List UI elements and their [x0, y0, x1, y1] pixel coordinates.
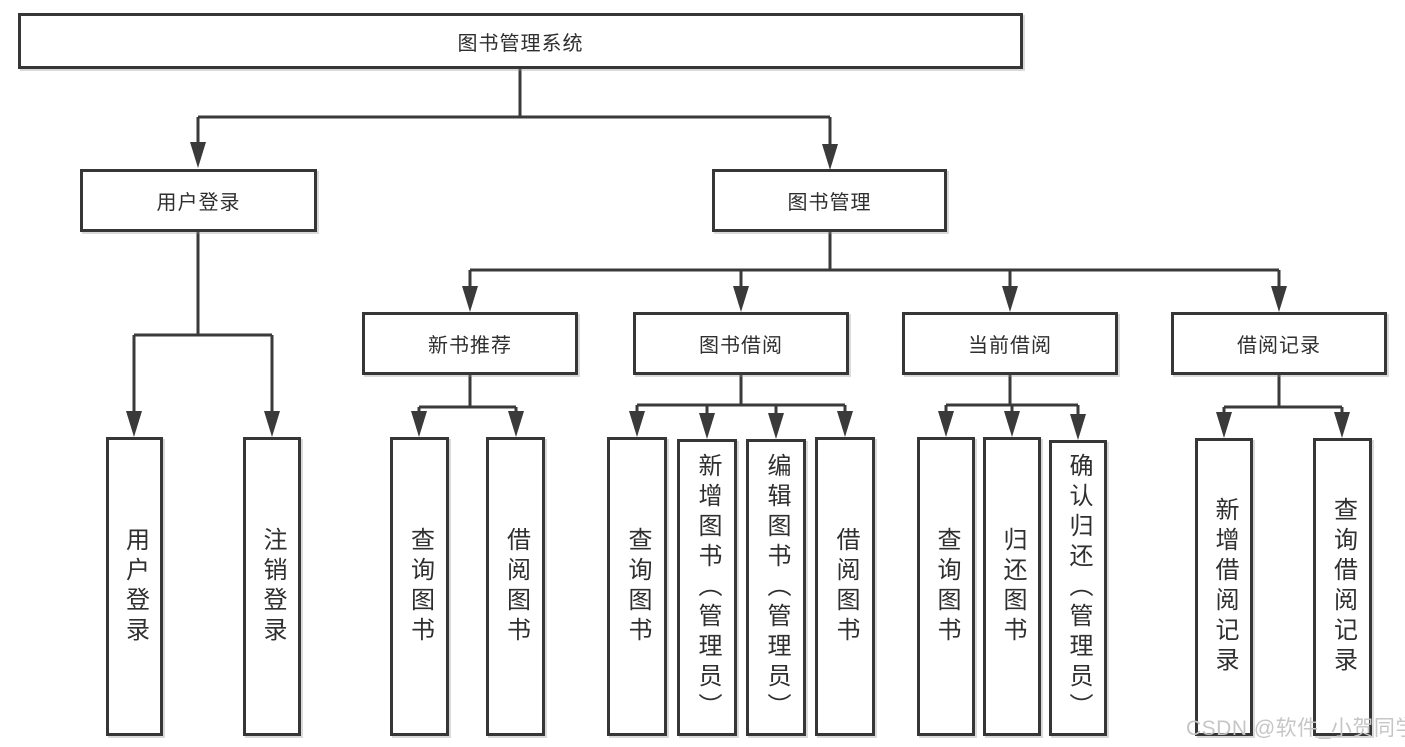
leaf-return-book: 归还图书 [983, 437, 1041, 736]
leaf-confirm-return-admin-label: 确认归还（管理员） [1065, 453, 1092, 723]
node-new-book-recommend-label: 新书推荐 [428, 335, 512, 357]
leaf-borrow-books-1: 借阅图书 [486, 437, 545, 736]
node-root-label: 图书管理系统 [457, 32, 584, 55]
node-book-borrow: 图书借阅 [633, 312, 849, 375]
leaf-add-borrow-record-label: 新增借阅记录 [1211, 497, 1238, 677]
leaf-user-login: 用户登录 [106, 437, 163, 736]
leaf-add-borrow-record: 新增借阅记录 [1195, 438, 1253, 736]
node-new-book-recommend: 新书推荐 [362, 312, 578, 375]
leaf-borrow-books-1-label: 借阅图书 [502, 526, 530, 647]
node-borrow-records-label: 借阅记录 [1237, 335, 1321, 357]
leaf-query-books-2-label: 查询图书 [624, 526, 651, 647]
leaf-query-books-1: 查询图书 [390, 437, 449, 736]
arrowheads [126, 142, 1350, 440]
leaf-edit-book-admin-label: 编辑图书（管理员） [763, 452, 790, 723]
leaf-query-books-2: 查询图书 [607, 437, 667, 736]
leaf-borrow-books-2: 借阅图书 [815, 437, 875, 736]
leaf-borrow-books-2-label: 借阅图书 [832, 526, 859, 647]
leaf-add-book-admin: 新增图书（管理员） [677, 439, 737, 736]
leaf-query-borrow-record-label: 查询借阅记录 [1329, 497, 1357, 677]
leaf-query-books-3-label: 查询图书 [933, 526, 960, 647]
leaf-user-login-label: 用户登录 [121, 526, 149, 647]
node-current-borrow: 当前借阅 [902, 312, 1118, 375]
node-user-login-label: 用户登录 [156, 192, 241, 214]
csdn-watermark: CSDN @软件_小贺同学 [1186, 717, 1405, 740]
node-borrow-records: 借阅记录 [1171, 312, 1387, 375]
leaf-logout-label: 注销登录 [259, 526, 286, 647]
node-user-login: 用户登录 [80, 169, 317, 232]
leaf-add-book-admin-label: 新增图书（管理员） [694, 452, 721, 723]
leaf-query-books-3: 查询图书 [917, 437, 975, 736]
leaf-query-books-1-label: 查询图书 [406, 526, 434, 647]
node-book-borrow-label: 图书借阅 [699, 335, 783, 357]
leaf-confirm-return-admin: 确认归还（管理员） [1049, 440, 1107, 736]
leaf-query-borrow-record: 查询借阅记录 [1313, 438, 1372, 736]
leaf-return-book-label: 归还图书 [999, 526, 1026, 647]
node-book-management: 图书管理 [712, 169, 947, 232]
leaf-edit-book-admin: 编辑图书（管理员） [746, 439, 806, 736]
leaf-logout: 注销登录 [243, 437, 301, 736]
node-current-borrow-label: 当前借阅 [968, 335, 1052, 357]
node-book-management-label: 图书管理 [787, 192, 872, 214]
node-root: 图书管理系统 [18, 13, 1023, 69]
